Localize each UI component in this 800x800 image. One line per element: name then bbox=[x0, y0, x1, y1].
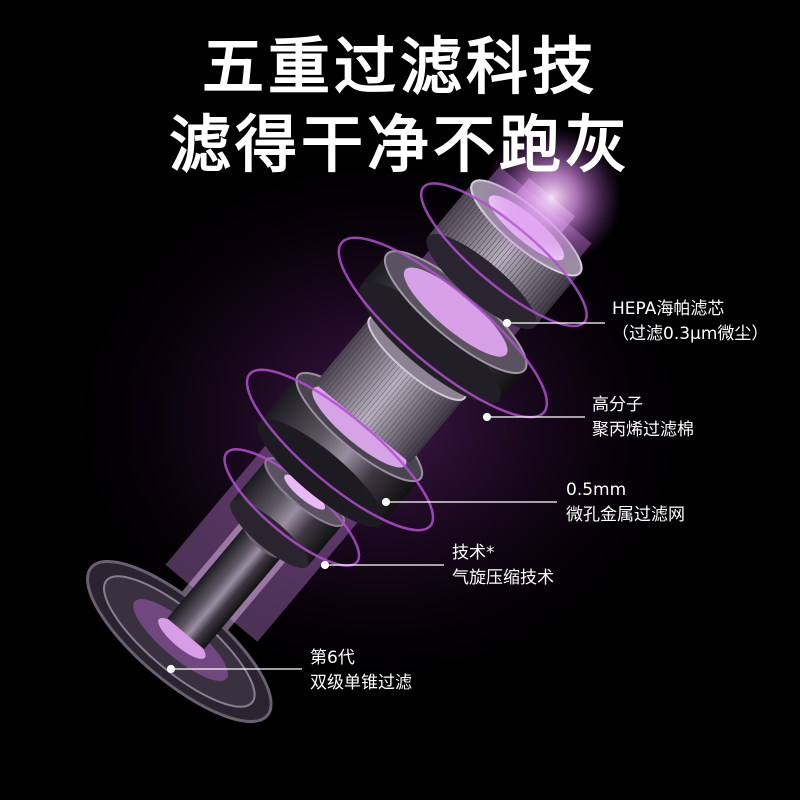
glow-ring-3 bbox=[245, 368, 435, 532]
callout-mesh-title: 0.5mm bbox=[566, 480, 627, 500]
callout-cotton-desc: 聚丙烯过滤棉 bbox=[592, 420, 694, 440]
callout-compression: 技术* 气旋压缩技术 bbox=[452, 541, 554, 591]
glow-ring-2 bbox=[337, 236, 549, 419]
callout-cone: 第6代 双级单锥过滤 bbox=[310, 646, 412, 696]
callout-leaders bbox=[166, 318, 605, 674]
headline-line-2: 滤得干净不跑灰 bbox=[168, 108, 631, 181]
callout-cone-title: 第6代 bbox=[310, 648, 355, 668]
callout-cotton-title: 高分子 bbox=[592, 395, 643, 415]
callout-hepa-desc: （过滤0.3μm微尘） bbox=[612, 324, 769, 344]
polypropylene-filter bbox=[359, 250, 528, 404]
headline-line-1: 五重过滤科技 bbox=[201, 30, 598, 103]
callout-hepa: HEPA海帕滤芯 （过滤0.3μm微尘） bbox=[612, 297, 768, 347]
callout-hepa-title: HEPA海帕滤芯 bbox=[612, 299, 725, 319]
callout-cone-desc: 双级单锥过滤 bbox=[310, 673, 412, 693]
cyclone-cone-base bbox=[86, 559, 273, 724]
top-glow bbox=[482, 127, 623, 268]
callout-mesh: 0.5mm 微孔金属过滤网 bbox=[566, 478, 685, 528]
cyclone-compressor bbox=[229, 457, 345, 569]
callout-compression-desc: 气旋压缩技术 bbox=[452, 568, 554, 588]
callout-compression-title: 技术* bbox=[452, 543, 495, 563]
callout-cotton: 高分子 聚丙烯过滤棉 bbox=[592, 393, 694, 443]
callout-mesh-desc: 微孔金属过滤网 bbox=[566, 505, 685, 525]
